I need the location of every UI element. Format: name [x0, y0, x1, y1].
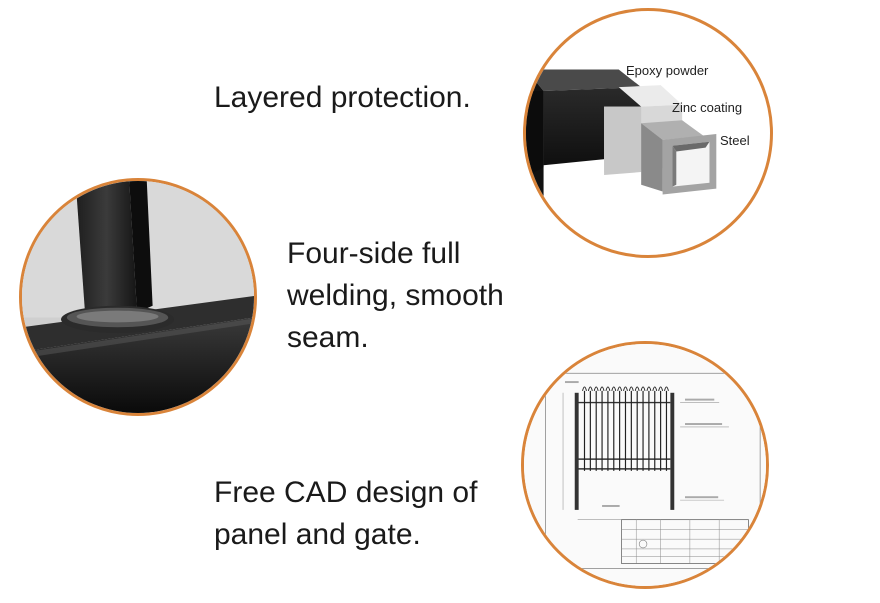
caption-line: seam.: [287, 321, 369, 354]
layered-tube-illustration: [526, 69, 717, 255]
welding-illustration: [22, 181, 254, 413]
label-epoxy-powder: Epoxy powder: [626, 63, 709, 78]
caption-four-side-welding: Four-side full welding, smooth seam.: [287, 233, 504, 359]
cad-drawing-illustration: [524, 344, 766, 586]
layered-tube-image: Epoxy powder Zinc coating Steel: [523, 8, 773, 258]
caption-line: Four-side full: [287, 237, 461, 270]
caption-free-cad-design: Free CAD design of panel and gate.: [214, 472, 477, 556]
caption-line: panel and gate.: [214, 518, 421, 551]
caption-line: welding, smooth: [287, 279, 504, 312]
welding-closeup-image: [19, 178, 257, 416]
caption-line: Free CAD design of: [214, 476, 478, 509]
label-steel: Steel: [720, 133, 750, 148]
caption-line: Layered protection.: [214, 81, 471, 114]
cad-drawing-image: [521, 341, 769, 589]
label-zinc-coating: Zinc coating: [672, 100, 743, 115]
caption-layered-protection: Layered protection.: [214, 77, 471, 119]
